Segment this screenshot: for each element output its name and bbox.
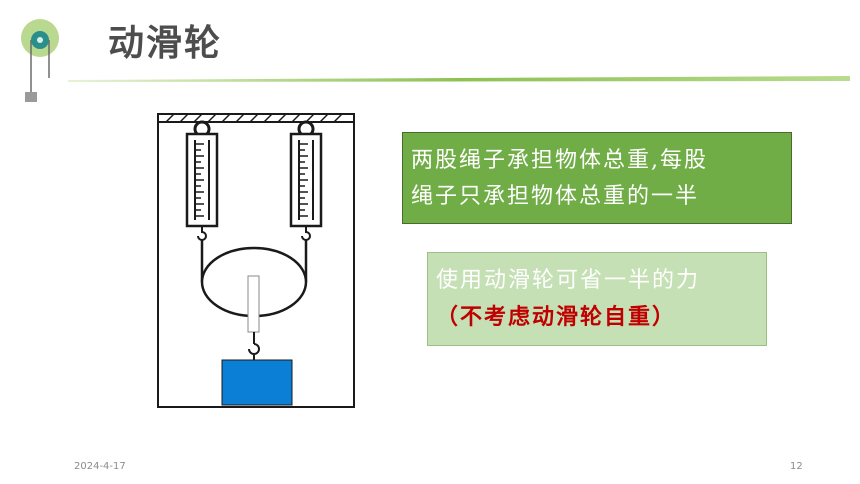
movable-pulley xyxy=(200,246,308,333)
conclusion-line-1: 使用动滑轮可省一半的力 xyxy=(436,268,701,293)
info-box: 两股绳子承担物体总重,每股 绳子只承担物体总重的一半 xyxy=(402,132,792,224)
info-box-line-2: 绳子只承担物体总重的一半 xyxy=(411,184,700,209)
info-box-line-1: 两股绳子承担物体总重,每股 xyxy=(411,148,708,173)
title-underline xyxy=(68,76,850,82)
page-number: 12 xyxy=(790,461,803,472)
movable-pulley-diagram xyxy=(157,113,355,408)
hook xyxy=(248,332,260,360)
footer-date: 2024-4-17 xyxy=(74,461,126,472)
conclusion-box: 使用动滑轮可省一半的力 （不考虑动滑轮自重） xyxy=(427,252,767,346)
slide-title: 动滑轮 xyxy=(108,23,223,64)
spring-scale-left xyxy=(185,120,219,241)
spring-scale-right xyxy=(289,120,323,241)
ceiling-beam xyxy=(157,113,355,123)
conclusion-line-2: （不考虑动滑轮自重） xyxy=(436,304,677,330)
pulley-logo-icon xyxy=(21,19,59,102)
weight-block xyxy=(221,359,293,406)
